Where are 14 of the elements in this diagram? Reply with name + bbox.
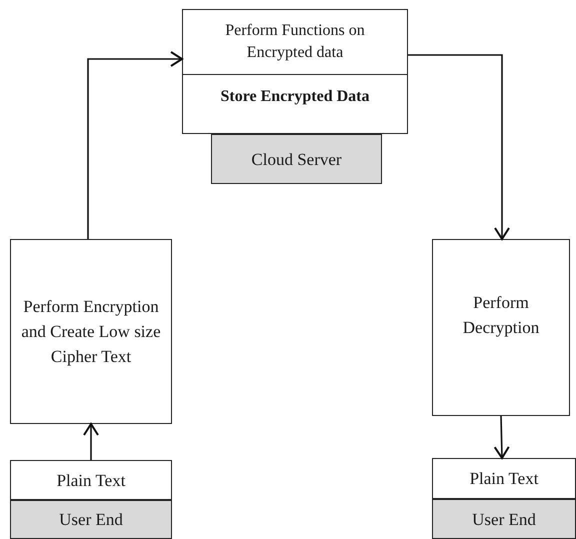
user-box: User End	[10, 500, 172, 539]
process-box	[182, 9, 408, 134]
box-section: Perform Functions on Encrypted data	[183, 10, 407, 75]
server-box: Cloud Server	[211, 134, 382, 184]
box-section: Store Encrypted Data	[183, 75, 407, 133]
arrow	[87, 51, 183, 239]
process-box: Perform Encryption and Create Low size Cipher Text	[10, 239, 172, 424]
arrow	[494, 416, 510, 459]
arrow	[408, 54, 510, 240]
user-box: User End	[432, 499, 576, 539]
data-box: Plain Text	[432, 458, 576, 499]
process-box: Perform Decryption	[432, 239, 570, 416]
data-box: Plain Text	[10, 460, 172, 500]
arrow	[83, 423, 99, 460]
